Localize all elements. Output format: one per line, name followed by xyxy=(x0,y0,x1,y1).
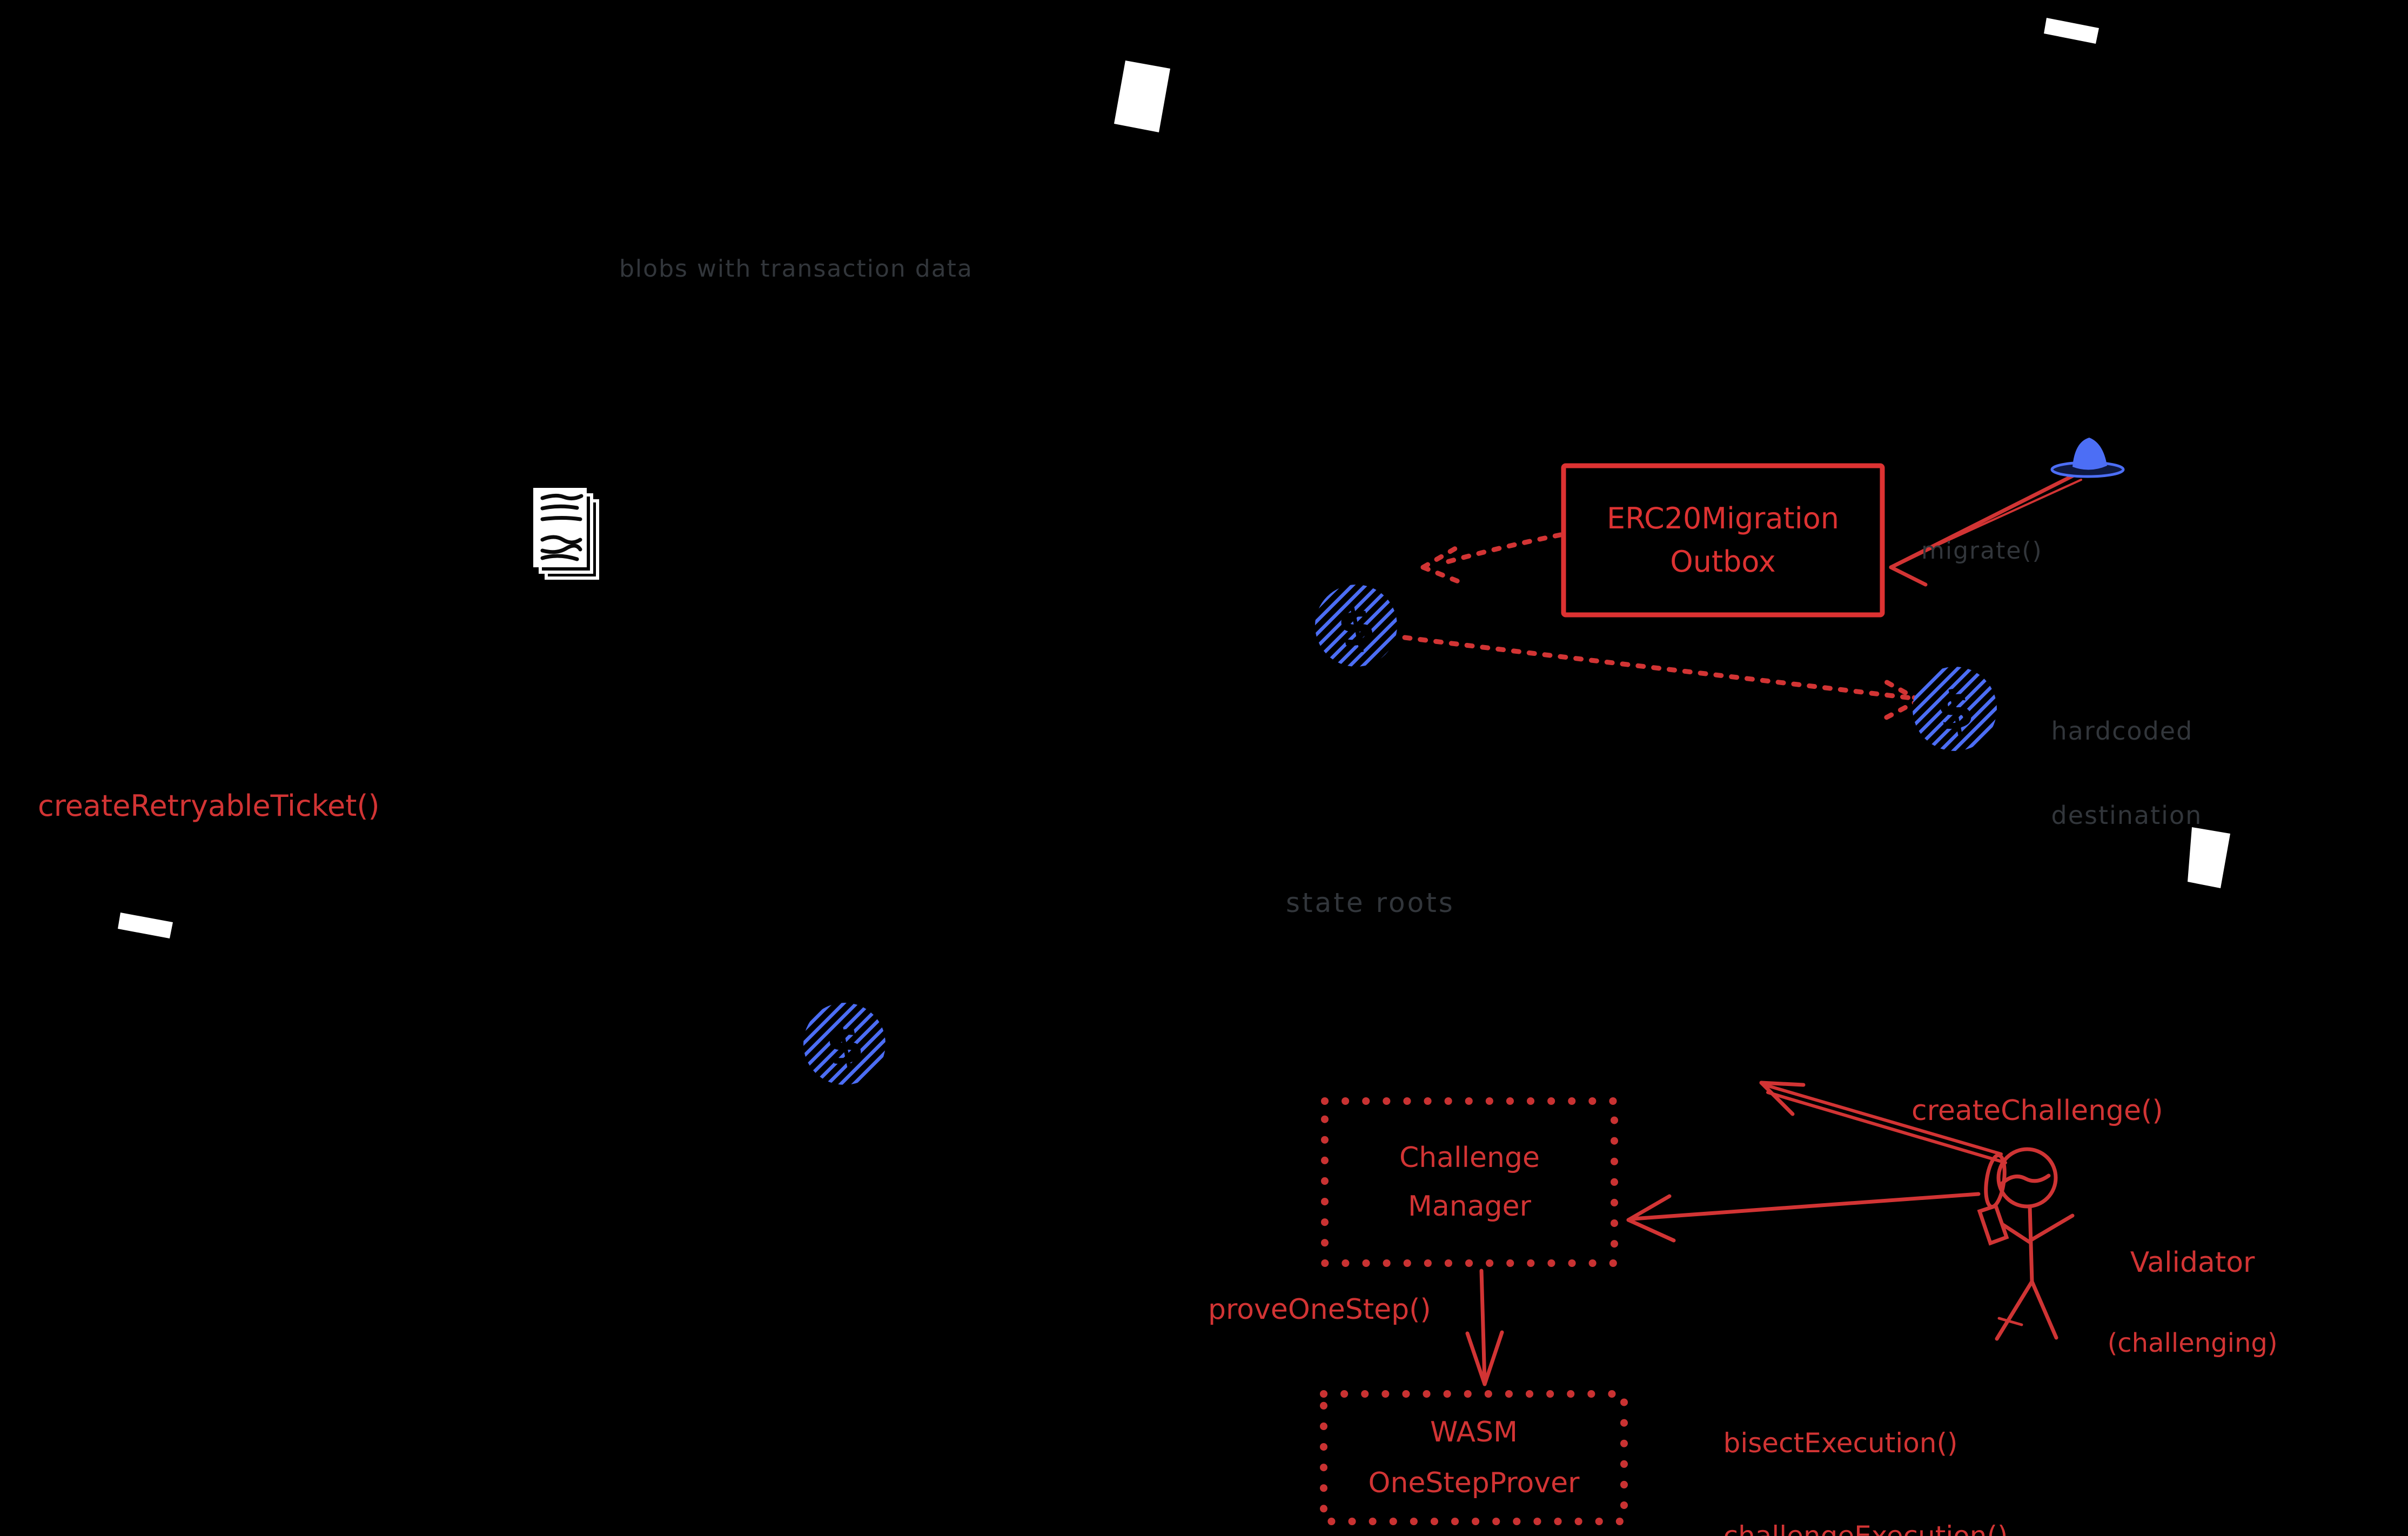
document-front-page xyxy=(533,488,587,567)
erc20-migration-outbox-box xyxy=(1561,463,1885,618)
document-text-lines xyxy=(540,493,583,561)
outbox-to-token-dotted-arrow xyxy=(1420,532,1563,587)
white-sticker-right xyxy=(2188,827,2230,888)
prove-one-step-label: proveOneStep() xyxy=(1208,1293,1431,1326)
migrate-arrow xyxy=(1889,471,2082,587)
erc20-migration-outbox-label: ERC20Migration Outbox xyxy=(1564,466,1882,615)
wasm-one-step-prover-box xyxy=(1320,1390,1628,1525)
state-roots-annotation: state roots xyxy=(1286,887,1455,918)
validator-line1: Validator xyxy=(2130,1246,2255,1279)
validator-line2: (challenging) xyxy=(2107,1328,2278,1358)
validator-to-manager-arrow xyxy=(1626,1192,1981,1243)
token-to-destination-dotted-arrow xyxy=(1402,635,1922,722)
white-sticker-left xyxy=(118,913,173,938)
challenge-manager-line2: Manager xyxy=(1408,1190,1531,1223)
blue-hat-user-icon xyxy=(2050,438,2125,478)
create-retryable-ticket-label: createRetryableTicket() xyxy=(38,789,380,823)
hardcoded-line2: destination xyxy=(2051,801,2203,830)
erc20-label-line1: ERC20Migration xyxy=(1607,501,1839,535)
white-sticker-top-right xyxy=(2044,18,2099,44)
challenge-manager-box xyxy=(1321,1097,1618,1267)
hatched-token-circle-destination: $ xyxy=(1913,667,1997,751)
fn-bisect-execution: bisectExecution() xyxy=(1723,1427,1958,1459)
hatched-token-circle-l2: $ xyxy=(803,1003,886,1085)
challenge-manager-line1: Challenge xyxy=(1399,1142,1540,1174)
validator-stick-figure-icon xyxy=(1977,1147,2075,1341)
hardcoded-destination-annotation: hardcoded destination xyxy=(2015,668,2202,878)
white-sticker-top xyxy=(1114,61,1170,132)
migrate-annotation: migrate() xyxy=(1921,537,2043,565)
create-challenge-label: createChallenge() xyxy=(1911,1095,2163,1127)
prove-one-step-arrow xyxy=(1465,1269,1504,1386)
hatched-token-circle-outbox: $ xyxy=(1315,585,1397,667)
document-stack-icon xyxy=(533,488,599,580)
erc20-label-line2: Outbox xyxy=(1670,545,1776,579)
blobs-annotation: blobs with transaction data xyxy=(619,255,973,283)
hardcoded-line1: hardcoded xyxy=(2051,716,2194,746)
create-challenge-arrow xyxy=(1759,1081,2007,1164)
wasm-one-step-prover-label: WASM OneStepProver xyxy=(1324,1394,1624,1521)
wasm-line1: WASM xyxy=(1430,1416,1518,1448)
challenge-manager-label: Challenge Manager xyxy=(1325,1101,1614,1263)
wasm-line2: OneStepProver xyxy=(1368,1467,1580,1499)
challenge-functions-list: bisectExecution() challengeExecution() o… xyxy=(1689,1373,2064,1536)
fn-challenge-execution: challengeExecution() xyxy=(1723,1520,2008,1536)
validator-challenging-label: Validator (challenging) xyxy=(2069,1203,2280,1403)
